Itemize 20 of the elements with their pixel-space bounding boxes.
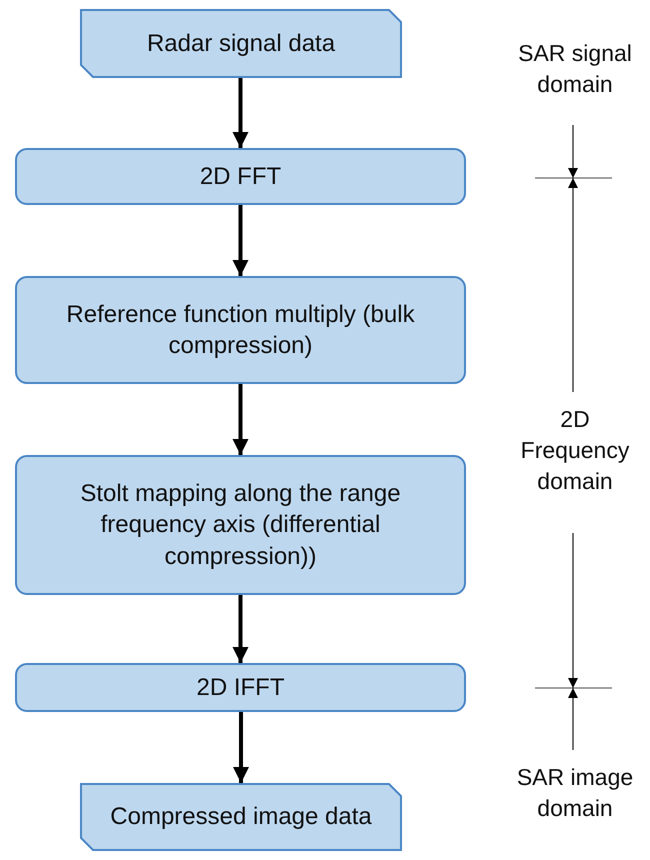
node-text: Stolt mapping along the range frequency axis (differential compression)) bbox=[79, 479, 402, 572]
process-box bbox=[15, 276, 466, 384]
process-box bbox=[15, 148, 466, 205]
data-shape bbox=[80, 9, 402, 78]
arrow bbox=[233, 712, 249, 783]
data-shape bbox=[80, 783, 402, 851]
node-text: Radar signal data bbox=[146, 28, 336, 59]
domain-label: SAR image domain bbox=[516, 763, 634, 824]
domain-label: SAR signal domain bbox=[517, 39, 633, 100]
domain-label: 2D Frequency domain bbox=[520, 405, 630, 496]
node-text: 2D IFFT bbox=[196, 672, 286, 703]
arrow bbox=[232, 205, 248, 276]
node-text: Compressed image data bbox=[109, 802, 373, 832]
node-text: 2D FFT bbox=[198, 162, 282, 192]
arrow bbox=[232, 595, 248, 663]
node-text: Reference function multiply (bulk compression) bbox=[65, 300, 416, 361]
process-box bbox=[15, 663, 466, 712]
arrow bbox=[232, 384, 248, 455]
process-box bbox=[15, 455, 466, 595]
arrow bbox=[232, 78, 248, 148]
